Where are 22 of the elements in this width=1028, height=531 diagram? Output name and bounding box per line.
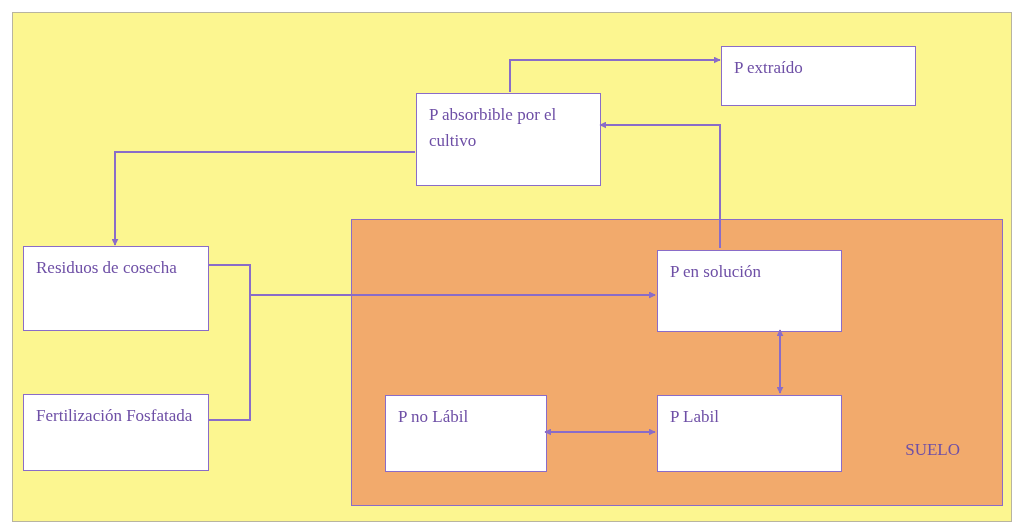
arrow: [776, 329, 784, 394]
arrow: [544, 428, 656, 436]
region-label: SUELO: [905, 438, 960, 461]
box-label: P no Lábil: [398, 406, 470, 428]
soil-region: [351, 219, 1003, 506]
box-label: Fertilización Fosfatada: [36, 405, 194, 427]
process-box: [657, 395, 842, 472]
process-box: [23, 246, 209, 331]
process-box: [23, 394, 209, 471]
box-label: P Labil: [670, 406, 720, 428]
arrow: [509, 56, 721, 93]
process-box: [385, 395, 547, 472]
arrow: [111, 151, 416, 246]
box-label: P en solución: [670, 261, 762, 283]
arrow: [599, 121, 721, 249]
box-label: P extraído: [734, 57, 804, 79]
arrow: [207, 291, 656, 421]
process-box: [416, 93, 601, 186]
box-label: Residuos de cosecha: [36, 257, 178, 279]
process-box: [657, 250, 842, 332]
box-label: P absorbible por el cultivo: [429, 104, 558, 153]
process-box: [721, 46, 916, 106]
